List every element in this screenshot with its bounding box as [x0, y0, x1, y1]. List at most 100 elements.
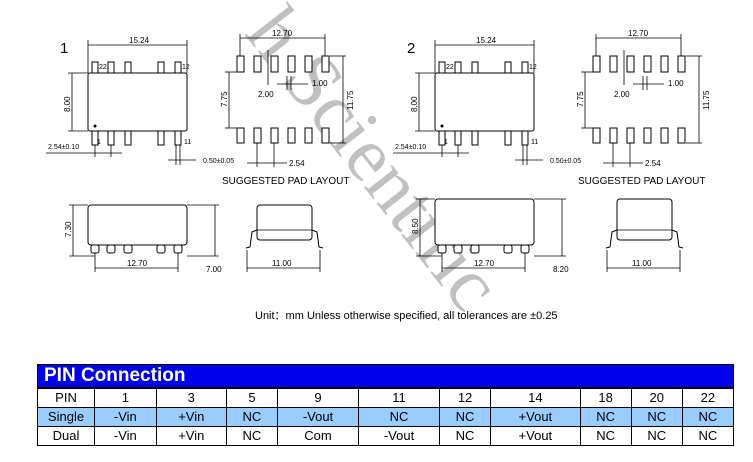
height-dimension: 8.00 — [63, 96, 72, 112]
pad-length-dimension: 2.00 — [614, 90, 630, 99]
pad — [287, 55, 296, 73]
pin-function: +Vout — [490, 407, 581, 427]
pad — [609, 127, 618, 144]
pin-function: NC — [225, 407, 278, 427]
side-pin — [173, 244, 183, 254]
pad-width-dimension: 12.70 — [628, 29, 649, 38]
pin-label-1: 1 — [444, 139, 448, 146]
pad — [643, 127, 652, 144]
pin-label-11: 11 — [184, 139, 191, 146]
pin-number: 12 — [439, 387, 492, 408]
top-pin — [174, 61, 182, 74]
pad — [592, 55, 601, 73]
outer-dimension: 11.75 — [346, 90, 355, 110]
pin-width-dimension: 0.50±0.05 — [550, 158, 581, 165]
bottom-pin — [157, 130, 165, 146]
pad — [609, 55, 618, 73]
pad — [304, 55, 313, 73]
top-pin — [454, 61, 462, 74]
pin-function: -Vin — [94, 407, 157, 427]
bottom-pin — [454, 130, 462, 146]
pad — [660, 55, 669, 73]
standoff-dimension: 7.00 — [206, 265, 222, 274]
pin-function: NC — [630, 407, 683, 427]
pin-function: NC — [439, 407, 492, 427]
pin-function: Com — [276, 426, 360, 446]
header-label: PIN — [37, 387, 95, 408]
end-width-dimension: 11.00 — [632, 259, 652, 268]
pin-function: +Vout — [490, 426, 581, 446]
pad — [592, 127, 601, 144]
row-label: Dual — [37, 426, 95, 446]
pin-function: +Vin — [155, 426, 227, 446]
bottom-pin — [471, 130, 479, 146]
pad — [321, 55, 330, 73]
top-pin — [504, 61, 512, 74]
length-dimension: 15.24 — [476, 36, 497, 45]
side-pin — [156, 244, 166, 254]
pad-width-dimension: 1.00 — [668, 79, 684, 88]
pad — [287, 127, 296, 144]
pin-function: NC — [225, 426, 278, 446]
pin1-marker — [93, 124, 97, 128]
pitch-dimension: 2.54±0.10 — [395, 144, 426, 151]
end-lead-left — [245, 229, 258, 249]
pad — [677, 127, 686, 144]
top-pin — [124, 61, 132, 74]
pad-pitch-dimension: 2.54 — [645, 159, 661, 168]
inner-dimension: 7.75 — [576, 91, 585, 107]
length-dimension: 15.24 — [129, 36, 150, 45]
pin-number: 20 — [630, 387, 683, 408]
pad — [270, 127, 279, 144]
side-pin — [503, 244, 513, 254]
top-pin — [107, 61, 115, 74]
unit-note: Unit：mm Unless otherwise specified, all … — [255, 310, 558, 322]
package-body-end — [256, 204, 313, 241]
pad-length-dimension: 2.00 — [258, 90, 274, 99]
inner-dimension: 7.75 — [220, 91, 229, 107]
top-pin — [157, 61, 165, 74]
side-pin — [453, 244, 463, 254]
end-lead-left — [605, 229, 618, 249]
pad — [270, 55, 279, 73]
pin1-marker — [440, 124, 444, 128]
pad — [321, 127, 330, 144]
package-body-side — [434, 198, 535, 246]
pin-number: 1 — [94, 387, 157, 408]
pin-function: -Vin — [94, 426, 157, 446]
pin-number: 9 — [276, 387, 360, 408]
pad — [660, 127, 669, 144]
height-dimension: 8.00 — [410, 96, 419, 112]
pad — [253, 127, 262, 144]
pad-width-dimension: 12.70 — [272, 29, 293, 38]
pin-function: +Vin — [155, 407, 227, 427]
pad — [236, 55, 245, 73]
pin-function: NC — [630, 426, 683, 446]
standoff-dimension: 8.20 — [553, 265, 569, 274]
package-body-top — [87, 72, 188, 132]
side-pin — [470, 244, 480, 254]
pin-label-12: 12 — [529, 64, 537, 71]
pad-layout-caption: SUGGESTED PAD LAYOUT — [222, 176, 349, 187]
pad — [626, 55, 635, 73]
pin-label-1: 1 — [97, 139, 101, 146]
side-pin — [437, 244, 447, 254]
pin-label-11: 11 — [531, 139, 538, 146]
pad-layout-caption: SUGGESTED PAD LAYOUT — [578, 176, 705, 187]
pin-number: 18 — [579, 387, 632, 408]
side-span-dimension: 12.70 — [127, 259, 148, 268]
pin-function: -Vout — [357, 426, 441, 446]
pin-function: NC — [439, 426, 492, 446]
pad-width-dimension: 1.00 — [312, 79, 328, 88]
end-lead-right — [671, 229, 684, 249]
row-label: Single — [37, 407, 95, 427]
side-pin — [106, 244, 116, 254]
pin-number: 14 — [490, 387, 581, 408]
side-pin — [520, 244, 530, 254]
bottom-pin — [504, 130, 512, 146]
pin-number: 11 — [357, 387, 441, 408]
